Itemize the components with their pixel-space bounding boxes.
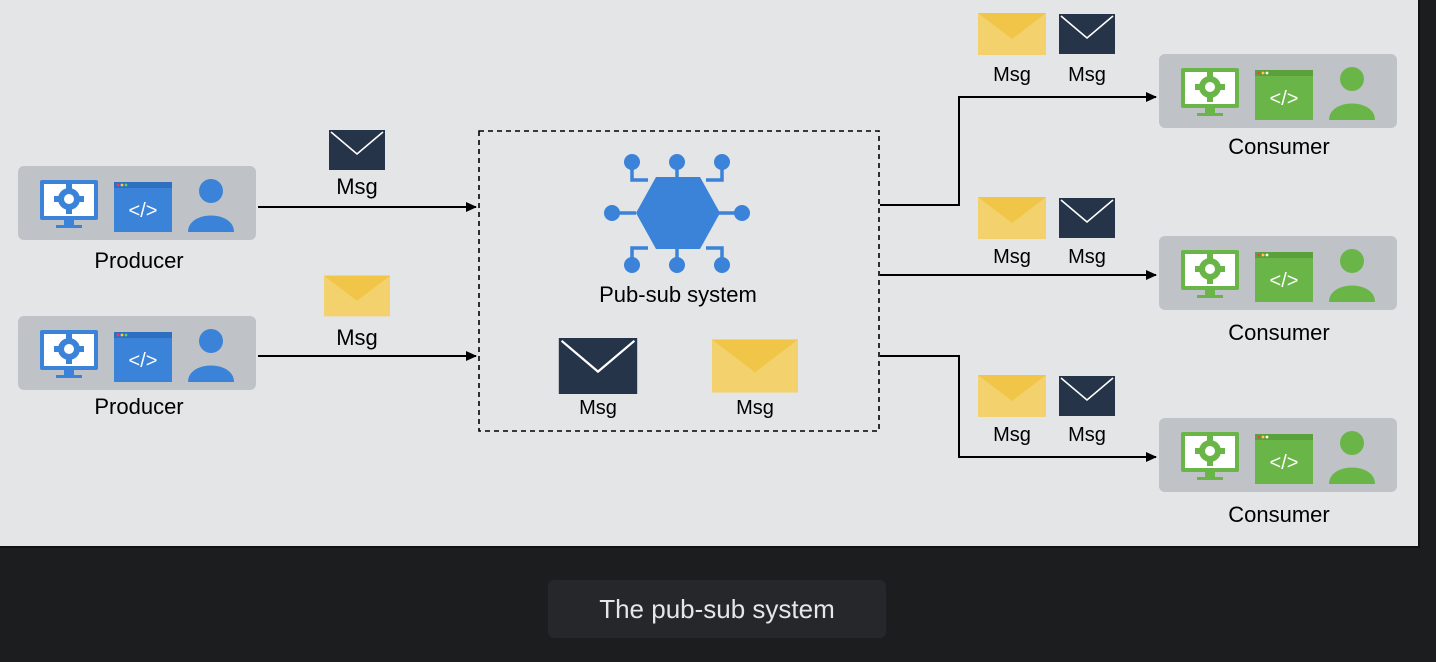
caption-bar: The pub-sub system	[0, 548, 1436, 662]
consumer-node	[1159, 54, 1397, 128]
message-label: Msg	[1068, 64, 1106, 86]
consumer-node	[1159, 236, 1397, 310]
diagram-canvas: </>	[0, 0, 1420, 548]
envelope-icon	[558, 338, 638, 394]
message-label: Msg	[336, 174, 378, 199]
message-label: Msg	[1068, 246, 1106, 268]
envelope-icon	[978, 375, 1046, 417]
producer-label: Producer	[94, 394, 183, 419]
message-label: Msg	[993, 64, 1031, 86]
envelope-icon	[324, 275, 390, 317]
envelope-icon	[712, 339, 798, 393]
diagram-svg: </>	[18, 13, 1397, 527]
envelope-icon	[978, 197, 1046, 239]
pubsub-system-box	[478, 130, 880, 432]
pubsub-label: Pub-sub system	[599, 282, 757, 307]
consumer-label: Consumer	[1228, 134, 1329, 159]
message-label: Msg	[579, 397, 617, 419]
message-label: Msg	[993, 246, 1031, 268]
hub-network-icon	[604, 154, 750, 273]
envelope-icon	[329, 130, 385, 170]
consumer-node	[1159, 418, 1397, 492]
arrow-pubsub-to-consumer	[880, 355, 1157, 462]
consumer-label: Consumer	[1228, 502, 1329, 527]
message-label: Msg	[993, 424, 1031, 446]
envelope-icon	[978, 13, 1046, 55]
producer-node	[18, 316, 256, 390]
arrow-pubsub-to-consumer	[880, 92, 1157, 206]
producer-node	[18, 166, 256, 240]
message-label: Msg	[736, 397, 774, 419]
message-label: Msg	[1068, 424, 1106, 446]
figure-caption: The pub-sub system	[548, 580, 886, 638]
envelope-icon	[1059, 198, 1115, 238]
envelope-icon	[1059, 14, 1115, 54]
producer-label: Producer	[94, 248, 183, 273]
message-label: Msg	[336, 325, 378, 350]
consumer-label: Consumer	[1228, 320, 1329, 345]
envelope-icon	[1059, 376, 1115, 416]
